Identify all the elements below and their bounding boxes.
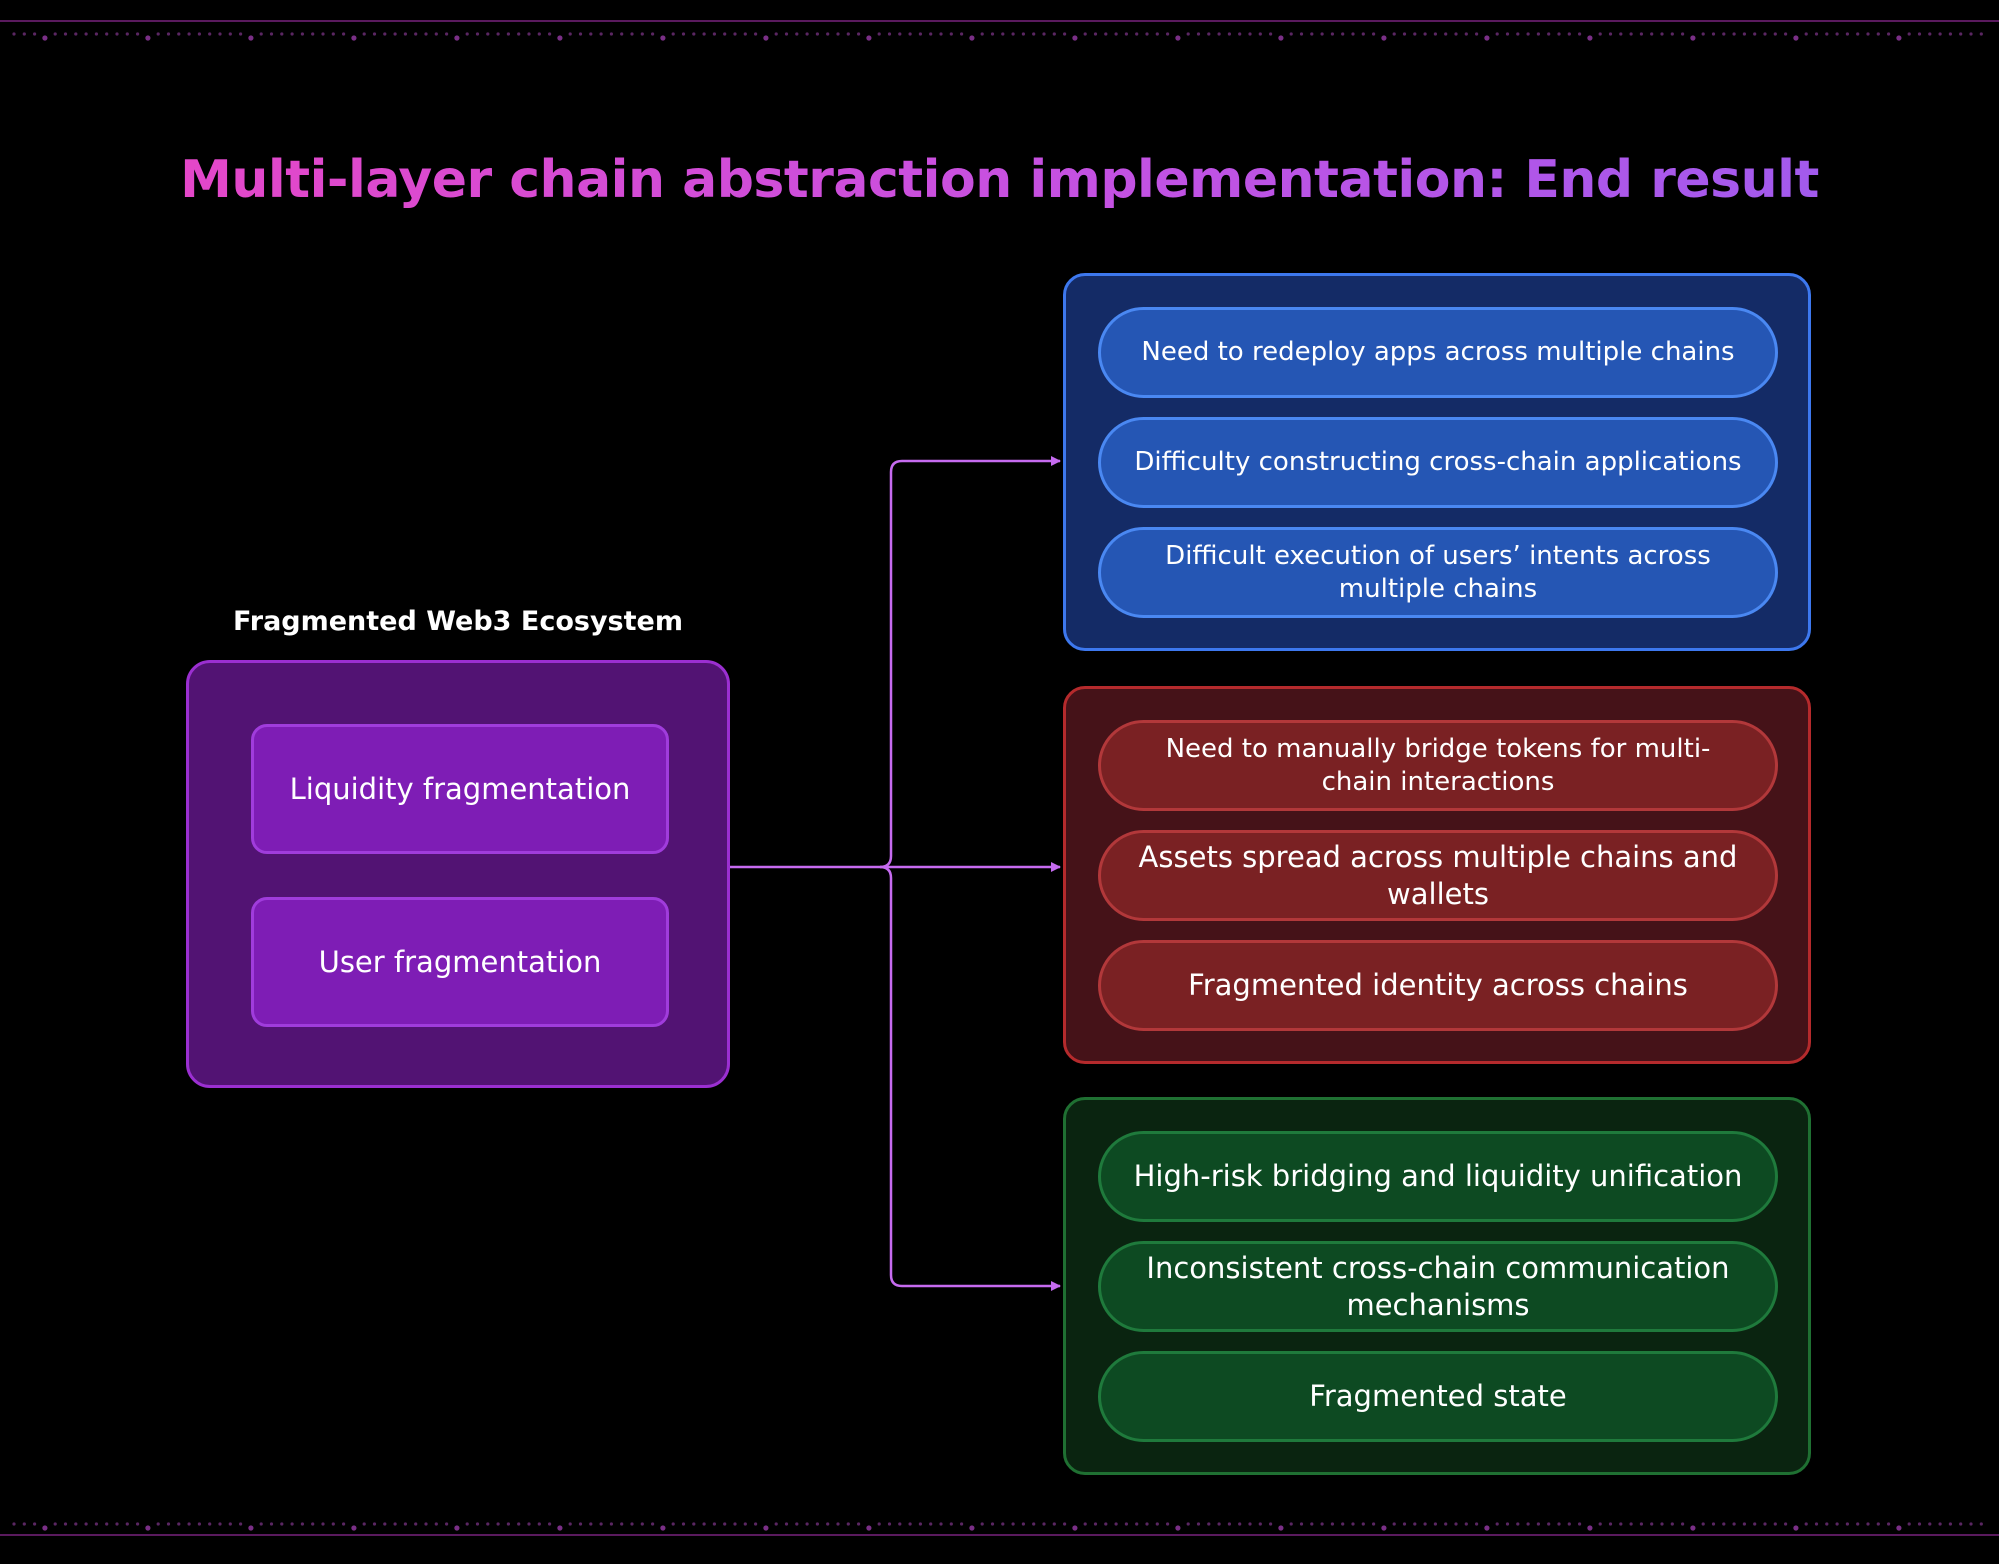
blue-item-2: Difficulty constructing cross-chain appl… — [1098, 417, 1778, 508]
connector-bottom — [879, 865, 1061, 1291]
green-item-3: Fragmented state — [1098, 1351, 1778, 1442]
group-user-issues: Need to manually bridge tokens for multi… — [1063, 686, 1811, 1064]
green-item-2: Inconsistent cross-chain communication m… — [1098, 1241, 1778, 1332]
source-label: Fragmented Web3 Ecosystem — [233, 606, 683, 637]
source-item-liquidity-fragmentation: Liquidity fragmentation — [251, 724, 669, 854]
red-item-3: Fragmented identity across chains — [1098, 940, 1778, 1031]
green-item-1: High-risk bridging and liquidity unifica… — [1098, 1131, 1778, 1222]
source-box: Liquidity fragmentation User fragmentati… — [186, 660, 730, 1088]
group-infrastructure-issues: High-risk bridging and liquidity unifica… — [1063, 1097, 1811, 1475]
bottom-border-line — [0, 1534, 1999, 1536]
top-dotted-border — [12, 32, 1983, 41]
bottom-dotted-border — [12, 1522, 1983, 1531]
source-item-user-fragmentation: User fragmentation — [251, 897, 669, 1027]
blue-item-3: Difficult execution of users’ intents ac… — [1098, 527, 1778, 618]
red-item-1: Need to manually bridge tokens for multi… — [1098, 720, 1778, 811]
top-border-line — [0, 20, 1999, 22]
diagram-title: Multi-layer chain abstraction implementa… — [0, 150, 1999, 210]
red-item-2: Assets spread across multiple chains and… — [1098, 830, 1778, 921]
blue-item-1: Need to redeploy apps across multiple ch… — [1098, 307, 1778, 398]
connector-trunk — [730, 456, 1061, 869]
group-development-issues: Need to redeploy apps across multiple ch… — [1063, 273, 1811, 651]
